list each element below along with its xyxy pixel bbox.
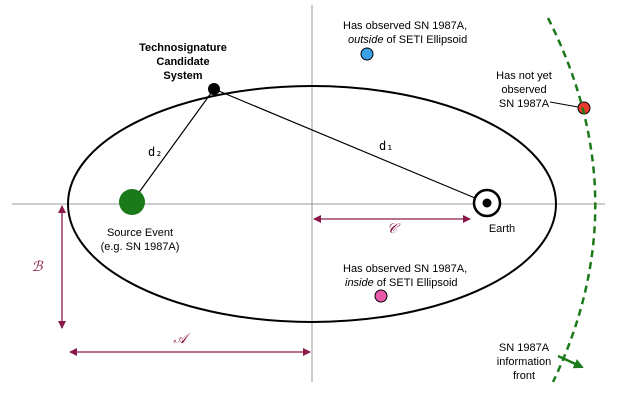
outside-label-2: outside of SETI Ellipsoid — [348, 34, 467, 46]
inside-observer-dot — [374, 289, 388, 303]
inside-label-italic: inside — [345, 277, 374, 289]
source-event-label-2: (e.g. SN 1987A) — [101, 241, 180, 253]
not-yet-label-2: observed — [501, 84, 546, 96]
inside-label-1: Has observed SN 1987A, — [343, 263, 467, 275]
not-yet-pointer — [549, 101, 579, 108]
d2-label: d₂ — [148, 145, 162, 159]
dimension-c-label: 𝒞 — [387, 221, 401, 237]
source-event-label-1: Source Event — [107, 227, 173, 239]
outside-label-rest: of SETI Ellipsoid — [383, 34, 467, 46]
earth-dot — [482, 198, 492, 208]
inside-label-rest: of SETI Ellipsoid — [374, 277, 458, 289]
information-front-curve — [546, 17, 597, 383]
d1-label: d₁ — [379, 139, 393, 153]
d1-line — [213, 88, 488, 204]
d2-line — [131, 88, 215, 203]
earth-label: Earth — [489, 223, 515, 235]
technosignature-label-3: System — [163, 70, 202, 82]
technosignature-label-2: Candidate — [156, 56, 209, 68]
source-event-dot — [119, 189, 145, 215]
info-front-label-2: information — [497, 356, 551, 368]
info-front-label-3: front — [513, 370, 535, 382]
technosignature-label-1: Technosignature — [139, 42, 227, 54]
outside-label-1: Has observed SN 1987A, — [343, 20, 467, 32]
seti-ellipsoid — [67, 85, 557, 323]
not-yet-label-3: SN 1987A — [499, 98, 550, 110]
dimension-b-label: ℬ — [31, 259, 43, 275]
outside-observer-dot — [360, 47, 374, 61]
outside-label-italic: outside — [348, 34, 383, 46]
info-front-label-1: SN 1987A — [499, 342, 550, 354]
information-front-arrow — [557, 354, 584, 369]
technosignature-dot — [208, 83, 220, 95]
not-yet-label-1: Has not yet — [496, 70, 552, 82]
inside-label-2: inside of SETI Ellipsoid — [345, 277, 458, 289]
dimension-a-label: 𝒜 — [173, 331, 190, 347]
